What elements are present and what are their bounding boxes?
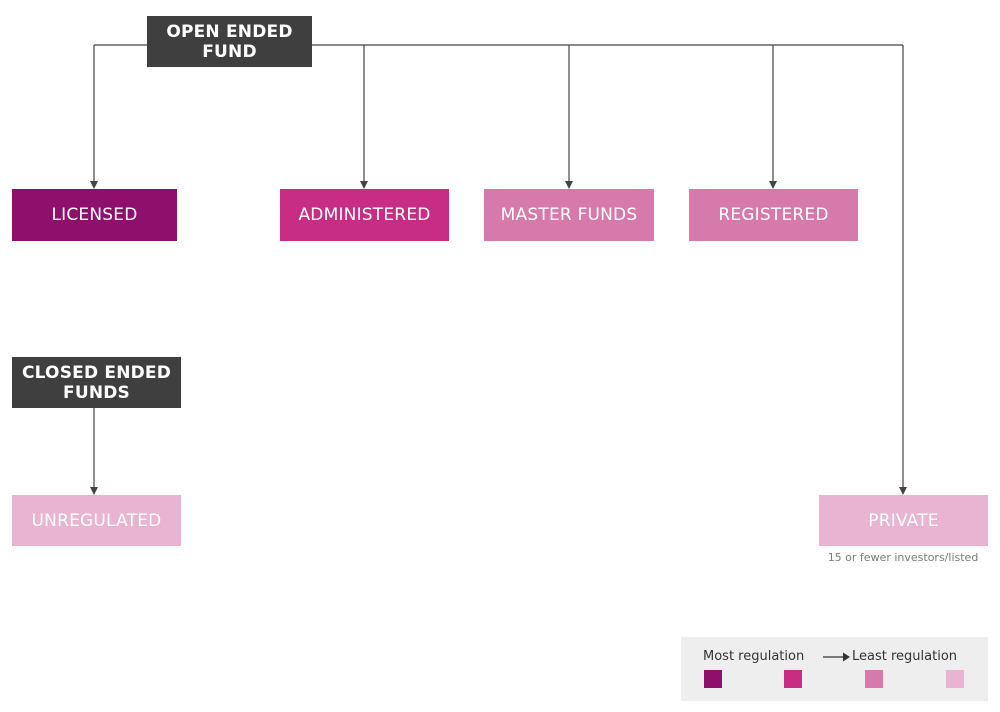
private-note: 15 or fewer investors/listed (827, 551, 979, 564)
legend-swatch-high (784, 670, 802, 688)
master-funds-box: MASTER FUNDS (484, 189, 654, 241)
registered-label: REGISTERED (718, 205, 829, 225)
open-ended-fund-line1: OPEN ENDED (166, 21, 293, 42)
closed-ended-funds-box: CLOSED ENDED FUNDS (12, 357, 181, 408)
licensed-label: LICENSED (51, 205, 138, 225)
right-arrow-icon (823, 652, 850, 662)
open-ended-fund-box: OPEN ENDED FUND (147, 16, 312, 67)
private-label: PRIVATE (868, 510, 939, 531)
administered-label: ADMINISTERED (298, 205, 431, 225)
regulation-legend: Most regulation Least regulation (681, 637, 988, 701)
legend-swatch-medium (865, 670, 883, 688)
licensed-box: LICENSED (12, 189, 177, 241)
closed-ended-funds-line1: CLOSED ENDED (21, 362, 172, 383)
unregulated-box: UNREGULATED (12, 495, 181, 546)
legend-most-label: Most regulation (703, 649, 805, 664)
legend-swatch-least (946, 670, 964, 688)
unregulated-label: UNREGULATED (31, 510, 162, 531)
legend-least-label: Least regulation (852, 649, 958, 664)
closed-ended-funds-line2: FUNDS (63, 382, 130, 403)
open-ended-fund-line2: FUND (202, 41, 257, 62)
legend-swatch-most (704, 670, 722, 688)
administered-box: ADMINISTERED (280, 189, 449, 241)
registered-box: REGISTERED (689, 189, 858, 241)
master-funds-label: MASTER FUNDS (500, 205, 638, 225)
private-box: PRIVATE (819, 495, 988, 546)
